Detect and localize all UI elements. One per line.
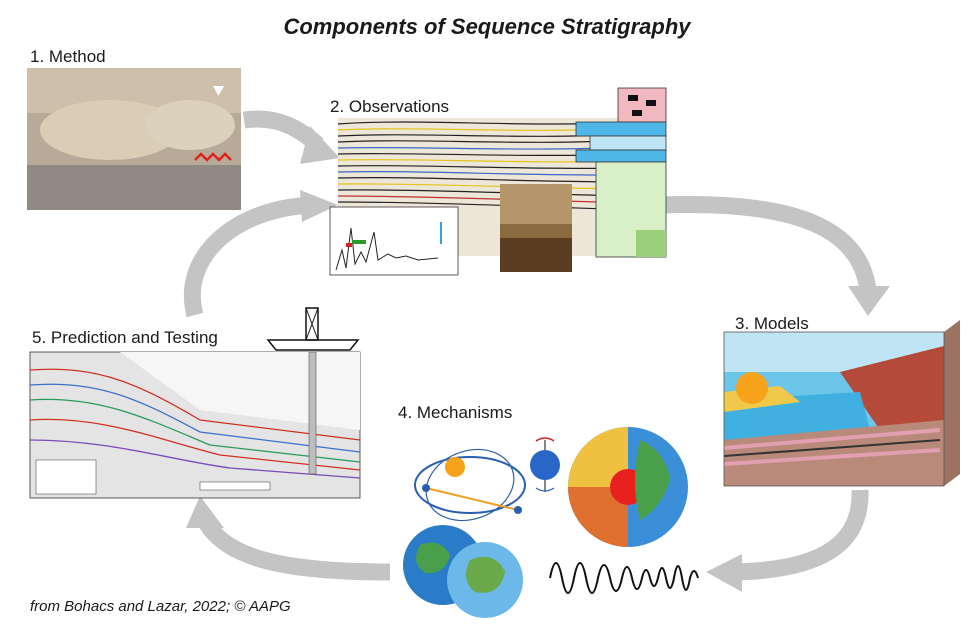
stage-label-observations: 2. Observations	[330, 97, 450, 116]
red-marker-line	[194, 152, 232, 162]
sun-icon	[736, 372, 768, 404]
outcrop-photo	[27, 68, 241, 210]
drillship	[266, 307, 360, 475]
stage-label-prediction: 5. Prediction and Testing	[32, 328, 218, 347]
arrow-observations-to-models	[659, 195, 877, 292]
oscillation-signal	[549, 562, 699, 594]
stage-label-method: 1. Method	[30, 47, 106, 66]
page-title: Components of Sequence Stratigraphy	[283, 14, 691, 39]
orbit-diagram	[414, 448, 526, 522]
orbit-sun-icon	[445, 457, 465, 477]
arrow-heads	[186, 126, 890, 592]
prediction-seismic	[29, 351, 361, 499]
arrowhead-observations-2	[300, 190, 338, 222]
arrow-prediction-to-observations	[183, 196, 311, 318]
cycle-arrows	[183, 110, 877, 581]
arrow-mechanisms-to-prediction	[197, 515, 391, 581]
core-photo	[500, 184, 572, 272]
arrowhead-observations-1	[300, 126, 340, 164]
arrow-models-to-mechanisms	[734, 489, 869, 581]
lithology-column	[575, 87, 667, 258]
arrowhead-models	[848, 286, 890, 316]
stage-label-mechanisms: 4. Mechanisms	[398, 403, 513, 422]
stage-label-models: 3. Models	[735, 314, 809, 333]
spin-axis-globe	[530, 437, 560, 492]
seismic-section	[337, 118, 635, 256]
marker-triangle	[213, 86, 224, 96]
earth-cutaway	[568, 427, 688, 547]
arrowhead-mechanisms	[706, 554, 742, 592]
source-credit: from Bohacs and Lazar, 2022; © AAPG	[30, 598, 291, 615]
well-bore	[308, 351, 317, 475]
prediction-legend	[35, 459, 97, 495]
well-log-plot	[329, 206, 459, 276]
earth-globes	[403, 525, 523, 618]
block-diagram	[723, 320, 960, 487]
arrowhead-prediction	[186, 496, 224, 528]
